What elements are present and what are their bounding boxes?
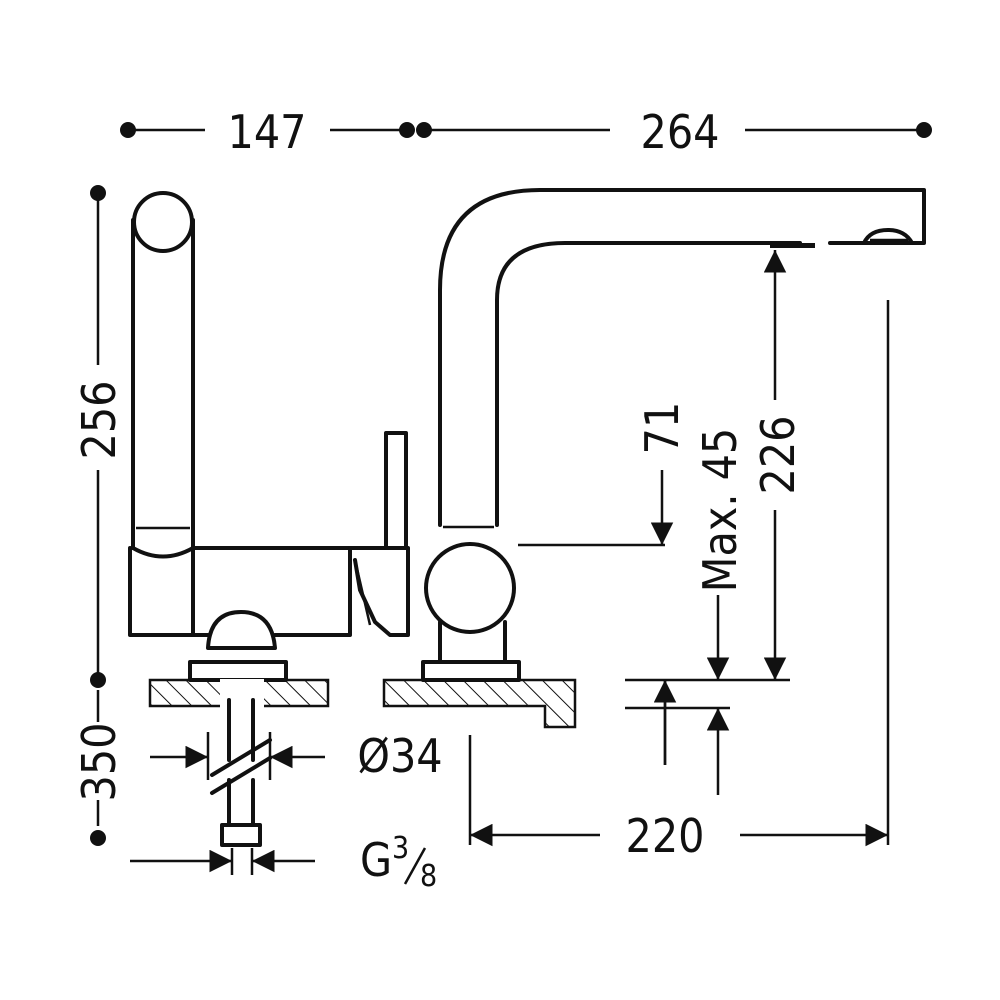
dim-label-max45: Max. 45 bbox=[693, 428, 747, 592]
dim-label-264: 264 bbox=[641, 105, 720, 159]
lever-knob bbox=[132, 191, 194, 253]
faucet-front-view: 71 Max. 45 226 220 bbox=[382, 188, 926, 863]
dim-dot bbox=[916, 122, 932, 138]
dim-label-thread: G 3 8 bbox=[360, 831, 437, 894]
dim-label-256: 256 bbox=[72, 381, 126, 460]
dim-label-226: 226 bbox=[751, 416, 805, 495]
supply-pipe bbox=[227, 698, 255, 827]
dim-dot bbox=[399, 122, 415, 138]
base-plate bbox=[188, 660, 288, 682]
svg-text:8: 8 bbox=[420, 859, 437, 894]
faucet-side-view: Ø34 G 3 8 bbox=[128, 191, 443, 894]
countertop-right bbox=[382, 678, 577, 729]
front-base-plate bbox=[421, 660, 521, 682]
side-handle bbox=[384, 431, 408, 550]
dim-dot bbox=[90, 672, 106, 688]
spout bbox=[438, 188, 926, 527]
body-circle bbox=[424, 542, 516, 634]
aerator bbox=[862, 228, 914, 245]
top-dimension-line: 147 264 bbox=[120, 105, 932, 159]
dim-label-diameter: Ø34 bbox=[357, 729, 442, 783]
dim-label-71: 71 bbox=[635, 402, 689, 455]
svg-text:3: 3 bbox=[392, 831, 409, 866]
dim-label-220: 220 bbox=[626, 809, 705, 863]
base-dome bbox=[206, 610, 277, 650]
dim-label-147: 147 bbox=[228, 105, 307, 159]
dim-dot bbox=[90, 830, 106, 846]
pipe-fitting bbox=[220, 823, 262, 847]
faucet-body bbox=[128, 546, 352, 637]
left-dimension-line: 256 350 bbox=[72, 185, 126, 846]
dim-label-350: 350 bbox=[72, 723, 126, 802]
svg-text:G: G bbox=[360, 833, 392, 887]
